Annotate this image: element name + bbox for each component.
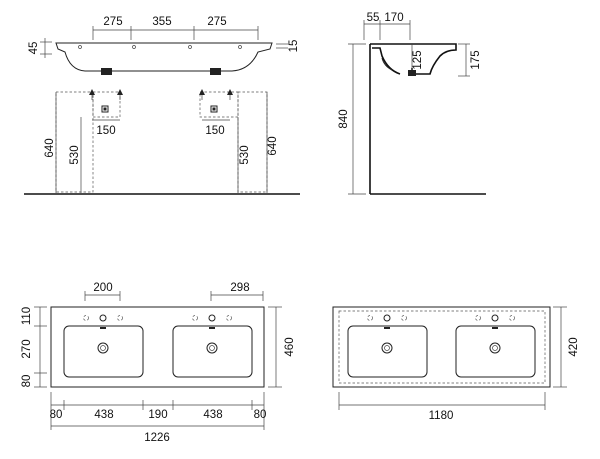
dim-side-outer-height: 175 (470, 50, 482, 69)
dim-plan-row-1: 110 (21, 307, 33, 325)
dim-side-inner-height: 125 (412, 50, 424, 69)
dim-plan-top-left: 200 (93, 282, 112, 294)
dim-plan-bottom-2: 438 (94, 409, 113, 421)
dim-side-top-depth: 170 (384, 12, 403, 24)
dim-plan-row-2: 270 (21, 339, 33, 358)
dim-height-outer-left: 640 (44, 138, 56, 157)
dim-plan-right-height: 460 (284, 337, 296, 356)
dim-plan2-total-width: 1180 (429, 410, 454, 422)
plan-view-right: 420 1180 (332, 306, 580, 422)
dim-plan-bottom-1: 80 (50, 409, 63, 421)
dim-top-width-2: 355 (152, 16, 171, 28)
dim-top-width-3: 275 (207, 16, 226, 28)
plan-view-left: 200 298 110 270 80 460 (21, 282, 296, 444)
dim-pipe-spacing-right: 150 (205, 125, 224, 137)
dim-plan-bottom-3: 190 (148, 409, 167, 421)
dim-height-inner-left: 530 (69, 145, 81, 164)
dim-top-width-1: 275 (103, 16, 122, 28)
dim-plan-top-right: 298 (230, 282, 249, 294)
dim-plan-row-3: 80 (21, 375, 33, 388)
side-view: 55 170 125 175 840 (338, 12, 486, 195)
dim-plan-total-width: 1226 (144, 432, 170, 444)
dim-height-outer-right: 640 (267, 136, 279, 155)
front-view: 275 355 275 45 15 (24, 16, 300, 195)
dim-right-height: 15 (288, 40, 300, 53)
dim-plan2-right-height: 420 (568, 337, 580, 356)
dim-height-inner-right: 530 (239, 145, 251, 164)
dim-side-top-offset: 55 (367, 12, 380, 24)
dim-plan-bottom-5: 80 (254, 409, 267, 421)
dim-plan-bottom-4: 438 (203, 409, 222, 421)
dim-pipe-spacing-left: 150 (96, 125, 115, 137)
dim-side-total-height: 840 (338, 109, 350, 128)
dim-left-height: 45 (28, 42, 40, 55)
